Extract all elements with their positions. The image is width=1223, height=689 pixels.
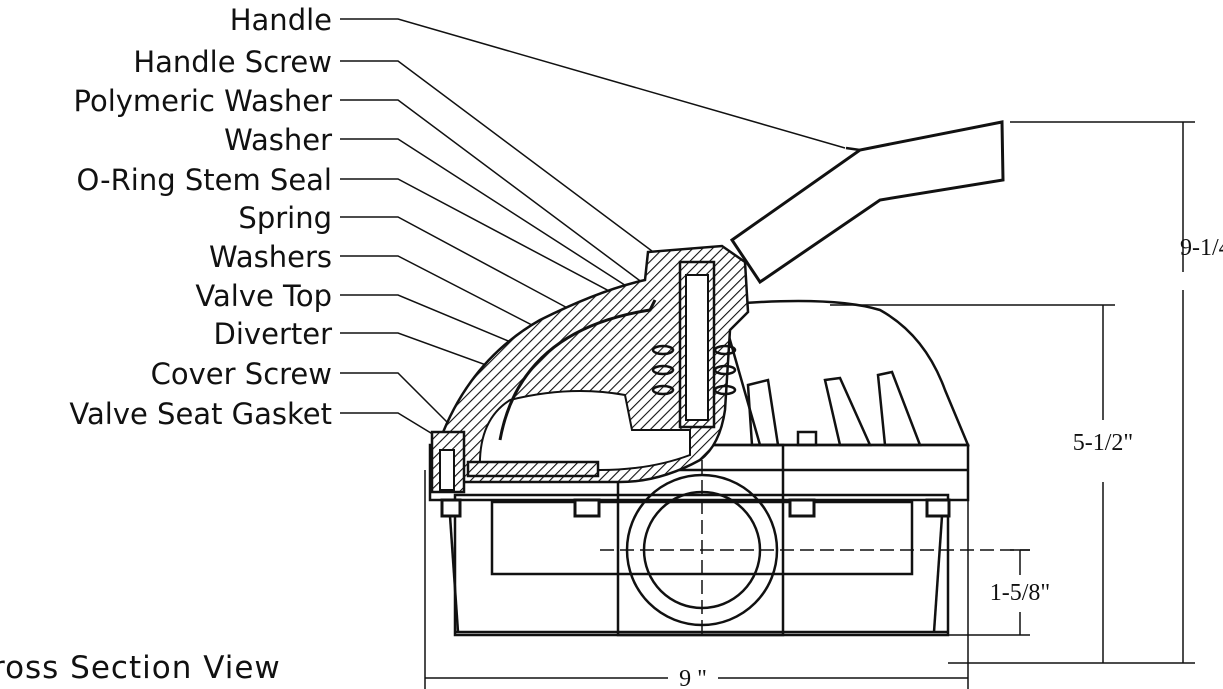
leader-cover-screw xyxy=(340,372,456,431)
dim-total-height: 9-1/4" xyxy=(1180,235,1223,261)
leader-handle-screw xyxy=(340,60,681,273)
label-o-ring-stem-seal: O-Ring Stem Seal xyxy=(77,163,332,197)
label-washer: Washer xyxy=(224,123,332,157)
dome-ribs xyxy=(746,370,922,447)
caption: ross Section View xyxy=(0,650,281,686)
label-handle: Handle xyxy=(230,3,332,37)
label-washers: Washers xyxy=(209,240,332,274)
handle xyxy=(729,120,1005,285)
bolts xyxy=(440,498,951,633)
label-spring: Spring xyxy=(238,201,332,235)
leader-polymeric-washer xyxy=(340,99,656,293)
part-labels: Handle Handle Screw Polymeric Washer Was… xyxy=(69,3,332,431)
dim-body-height: 5-1/2" xyxy=(1073,430,1133,456)
label-handle-screw: Handle Screw xyxy=(133,45,332,79)
leader-handle xyxy=(340,18,846,149)
valve-seat-gasket xyxy=(466,460,600,478)
dome-cover xyxy=(718,299,970,447)
leader-lines xyxy=(340,18,846,473)
dim-width: 9 " xyxy=(679,666,707,689)
label-valve-top: Valve Top xyxy=(195,279,332,313)
label-diverter: Diverter xyxy=(214,317,333,351)
leader-o-ring xyxy=(340,178,661,319)
spring xyxy=(651,344,737,396)
dimension-lines xyxy=(424,121,1195,689)
leader-washer xyxy=(340,138,649,301)
dim-port-height: 1-5/8" xyxy=(990,580,1050,606)
valve-body xyxy=(428,120,1030,640)
label-polymeric-washer: Polymeric Washer xyxy=(74,84,333,118)
label-cover-screw: Cover Screw xyxy=(151,357,332,391)
label-valve-seat-gasket: Valve Seat Gasket xyxy=(69,397,332,431)
